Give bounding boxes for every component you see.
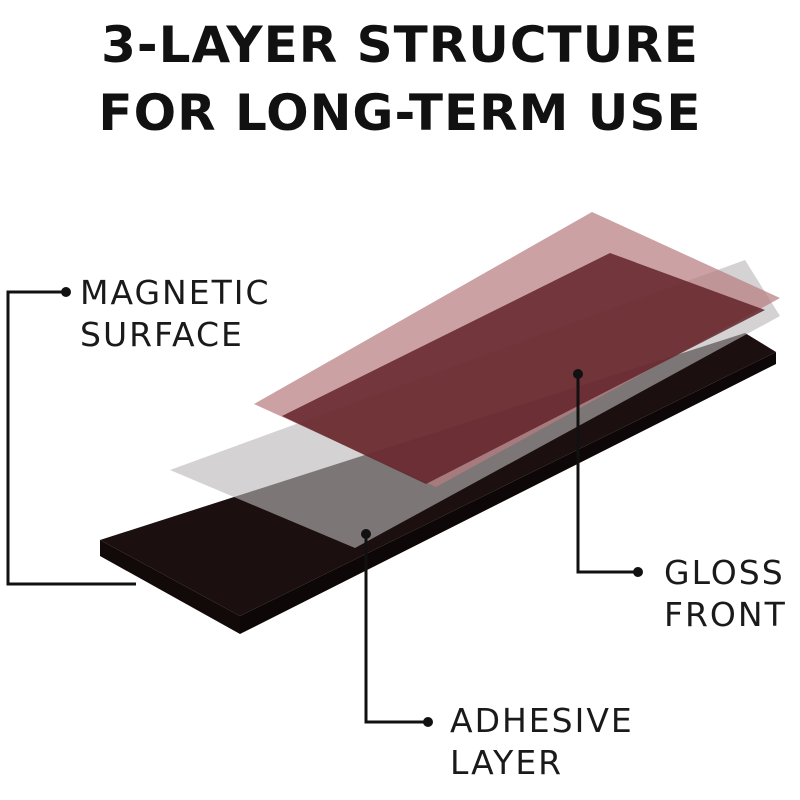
gloss-label-line-1: GLOSS [664,553,785,592]
leader-dots [61,287,643,727]
title-line-1: 3-LAYER STRUCTURE [101,16,699,74]
gloss-leader-dot-start [573,369,583,379]
magnetic-leader-dot [61,287,71,297]
magnetic-layer-side [100,540,240,634]
magnetic-leader-line [6,290,136,586]
gloss-front-label: GLOSS FRONT [664,552,787,636]
adhesive-layer-label: ADHESIVE LAYER [450,700,634,784]
magnetic-label-line-2: SURFACE [80,315,244,354]
gloss-leader-dot-end [633,567,643,577]
title-line-2: FOR LONG-TERM USE [98,84,702,142]
gloss-label-line-2: FRONT [664,595,787,634]
adhesive-leader-line [364,534,428,724]
gloss-layer-inner [282,253,765,484]
adhesive-leader-dot-end [423,717,433,727]
magnetic-surface-label: MAGNETIC SURFACE [80,272,271,356]
gloss-layer [254,212,780,487]
leader-lines [6,290,638,724]
adhesive-leader-dot-start [361,529,371,539]
magnetic-layer-edge [240,352,776,634]
adhesive-label-line-1: ADHESIVE [450,701,634,740]
adhesive-label-line-2: LAYER [450,743,564,782]
magnetic-label-line-1: MAGNETIC [80,273,271,312]
gloss-leader-line [576,374,638,574]
